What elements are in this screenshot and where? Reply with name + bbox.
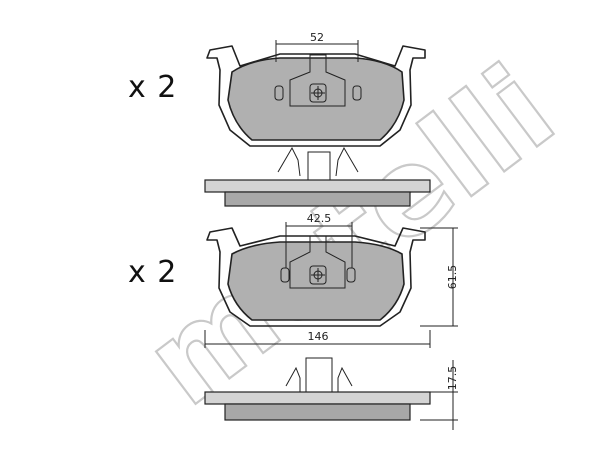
dimension-overall-width: 146 — [204, 330, 431, 348]
dimension-thickness: 17.5 — [420, 360, 459, 430]
quantity-label-bottom: x 2 — [128, 255, 178, 290]
center-feature-bottom — [280, 235, 356, 289]
side-view-bottom — [204, 357, 431, 421]
backplate-top-outline — [206, 45, 426, 147]
dimension-label-61-5: 61.5 — [446, 265, 459, 290]
dimension-label-146: 146 — [308, 330, 329, 343]
dimension-label-17-5: 17.5 — [446, 366, 459, 391]
dimension-bottom-width: 42.5 — [285, 212, 353, 268]
dimension-label-52: 52 — [310, 31, 324, 44]
pad-top: 52 — [204, 31, 431, 207]
dimension-height: 61.5 — [420, 227, 459, 327]
friction-pad-bottom — [227, 241, 405, 321]
dimension-top-width: 52 — [275, 31, 359, 62]
quantity-label-top: x 2 — [128, 70, 178, 105]
side-view-top — [204, 146, 431, 207]
dimension-label-42-5: 42.5 — [307, 212, 332, 225]
center-feature-top — [274, 54, 362, 107]
pad-bottom: 42.5 61.5 146 — [204, 212, 459, 430]
friction-pad-top — [227, 57, 405, 141]
backplate-bottom-outline — [206, 227, 426, 327]
